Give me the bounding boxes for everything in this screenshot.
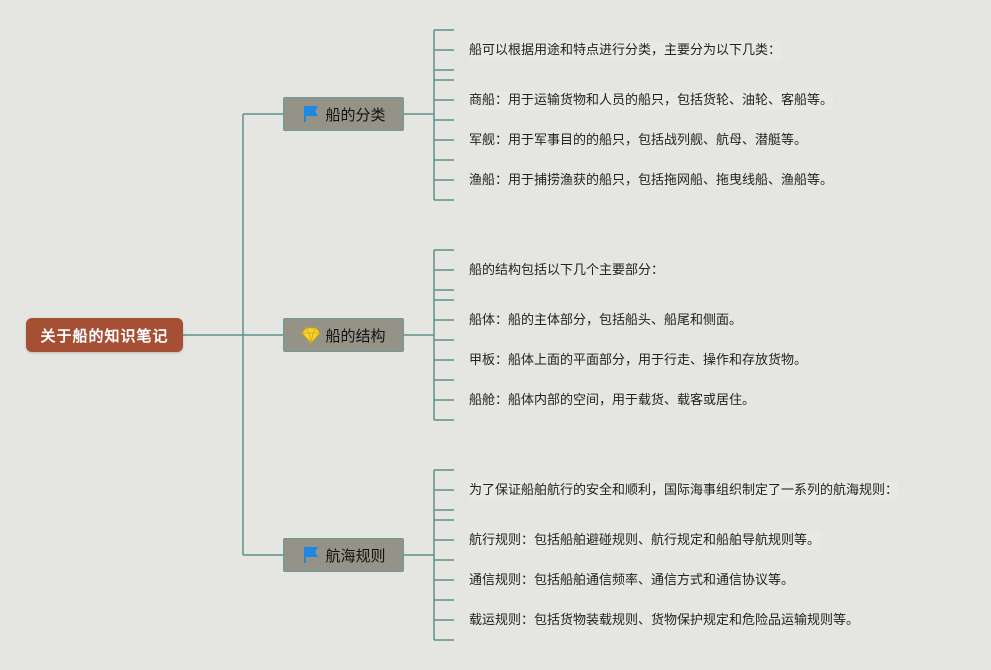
- branch-node-navigation-rules[interactable]: 航海规则: [283, 538, 404, 572]
- leaf-text[interactable]: 通信规则：包括船舶通信频率、通信方式和通信协议等。: [469, 573, 795, 588]
- leaf-text[interactable]: 渔船：用于捕捞渔获的船只，包括拖网船、拖曳线船、渔船等。: [469, 173, 834, 188]
- branch-label: 船的结构: [325, 326, 386, 345]
- blue-flag-icon: [301, 104, 321, 124]
- leaf-text[interactable]: 甲板：船体上面的平面部分，用于行走、操作和存放货物。: [469, 353, 808, 368]
- leaf-text[interactable]: 船可以根据用途和特点进行分类，主要分为以下几类：: [469, 42, 782, 60]
- leaf-text[interactable]: 军舰：用于军事目的的船只，包括战列舰、航母、潜艇等。: [469, 133, 808, 148]
- blue-flag-icon: [301, 545, 321, 565]
- leaf-text[interactable]: 航行规则：包括船舶避碰规则、航行规定和船舶导航规则等。: [469, 532, 821, 550]
- yellow-diamond-icon: [301, 325, 322, 345]
- branch-label: 船的分类: [325, 105, 386, 124]
- root-label: 关于船的知识笔记: [40, 326, 169, 345]
- leaf-text[interactable]: 船体：船的主体部分，包括船头、船尾和侧面。: [469, 313, 743, 328]
- branch-label: 航海规则: [325, 546, 386, 565]
- leaf-text[interactable]: 载运规则：包括货物装载规则、货物保护规定和危险品运输规则等。: [469, 613, 860, 628]
- leaf-text[interactable]: 船舱：船体内部的空间，用于载货、载客或居住。: [469, 393, 756, 408]
- root-node[interactable]: 关于船的知识笔记: [26, 318, 183, 352]
- leaf-text[interactable]: 商船：用于运输货物和人员的船只，包括货轮、油轮、客船等。: [469, 92, 834, 110]
- branch-node-ship-structure[interactable]: 船的结构: [283, 318, 404, 352]
- leaf-text[interactable]: 船的结构包括以下几个主要部分：: [469, 263, 665, 278]
- leaf-text[interactable]: 为了保证船舶航行的安全和顺利，国际海事组织制定了一系列的航海规则：: [469, 482, 899, 500]
- branch-node-ship-classification[interactable]: 船的分类: [283, 97, 404, 131]
